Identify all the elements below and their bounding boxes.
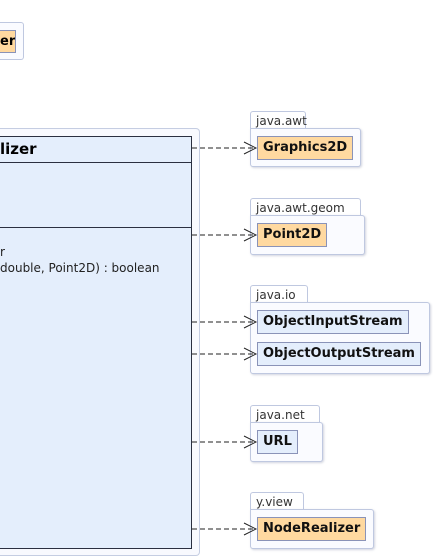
package-tab-java-net: java.net bbox=[250, 405, 320, 423]
class-noderealizer[interactable]: NodeRealizer bbox=[257, 517, 367, 541]
arrowhead-objectinputstream bbox=[243, 315, 258, 329]
top-class-fragment[interactable]: er bbox=[0, 30, 16, 53]
class-url[interactable]: URL bbox=[257, 430, 298, 454]
class-graphics2d-label: Graphics2D bbox=[263, 140, 348, 155]
methods-divider bbox=[0, 227, 191, 228]
arrowhead-url bbox=[243, 435, 258, 449]
method-line-1: r bbox=[0, 245, 5, 259]
package-name-java-awt-geom: java.awt.geom bbox=[256, 201, 345, 215]
package-tab-java-io: java.io bbox=[250, 285, 308, 303]
class-url-label: URL bbox=[263, 434, 292, 449]
main-class-title: lizer bbox=[0, 140, 37, 158]
class-objectoutputstream-label: ObjectOutputStream bbox=[263, 346, 415, 361]
class-graphics2d[interactable]: Graphics2D bbox=[257, 136, 354, 160]
arrowhead-objectoutputstream bbox=[243, 347, 258, 361]
main-class-box[interactable]: lizer r double, Point2D) : boolean bbox=[0, 136, 192, 549]
method-line-2: double, Point2D) : boolean bbox=[0, 261, 160, 275]
arrowhead-noderealizer bbox=[243, 522, 258, 536]
package-tab-y-view: y.view bbox=[250, 492, 304, 510]
arrowhead-point2d bbox=[243, 228, 258, 242]
class-objectinputstream-label: ObjectInputStream bbox=[263, 314, 403, 329]
class-objectinputstream[interactable]: ObjectInputStream bbox=[257, 310, 409, 334]
package-tab-java-awt-geom: java.awt.geom bbox=[250, 198, 361, 216]
class-point2d-label: Point2D bbox=[263, 227, 322, 242]
attributes-divider bbox=[0, 162, 191, 163]
package-tab-java-awt: java.awt bbox=[250, 111, 307, 129]
class-noderealizer-label: NodeRealizer bbox=[263, 521, 361, 536]
top-class-fragment-label: er bbox=[0, 34, 16, 49]
package-name-y-view: y.view bbox=[256, 495, 293, 509]
package-name-java-awt: java.awt bbox=[256, 114, 307, 128]
class-objectoutputstream[interactable]: ObjectOutputStream bbox=[257, 342, 421, 366]
class-point2d[interactable]: Point2D bbox=[257, 223, 328, 247]
package-name-java-net: java.net bbox=[256, 408, 305, 422]
arrowhead-graphics2d bbox=[243, 141, 258, 155]
package-name-java-io: java.io bbox=[256, 288, 296, 302]
